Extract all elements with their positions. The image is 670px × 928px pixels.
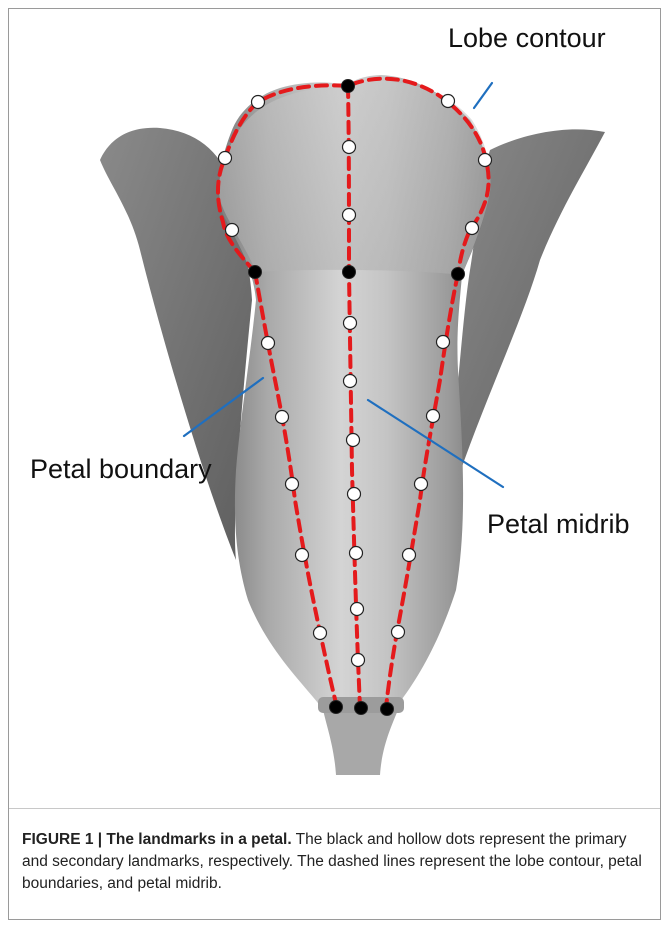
- label-petal-midrib: Petal midrib: [487, 509, 630, 540]
- secondary-landmark-4: [442, 95, 455, 108]
- secondary-landmark-8: [343, 209, 356, 222]
- secondary-landmark-18: [286, 478, 299, 491]
- secondary-landmark-24: [403, 549, 416, 562]
- primary-landmark-4: [452, 268, 465, 281]
- secondary-landmark-1: [252, 96, 265, 109]
- primary-landmark-6: [355, 702, 368, 715]
- secondary-landmark-6: [466, 222, 479, 235]
- secondary-landmark-5: [479, 154, 492, 167]
- caption-title: FIGURE 1 | The landmarks in a petal.: [22, 831, 292, 848]
- leader-lobe-contour: [474, 83, 492, 108]
- secondary-landmark-13: [350, 547, 363, 560]
- primary-landmark-7: [381, 703, 394, 716]
- figure-divider: [9, 808, 660, 809]
- primary-landmark-5: [330, 701, 343, 714]
- primary-landmark-1: [342, 80, 355, 93]
- secondary-landmark-25: [392, 626, 405, 639]
- label-lobe-contour: Lobe contour: [448, 23, 606, 54]
- secondary-landmark-15: [352, 654, 365, 667]
- secondary-landmark-21: [437, 336, 450, 349]
- secondary-landmark-17: [276, 411, 289, 424]
- secondary-landmark-11: [347, 434, 360, 447]
- secondary-landmark-10: [344, 375, 357, 388]
- primary-landmark-2: [249, 266, 262, 279]
- secondary-landmark-9: [344, 317, 357, 330]
- petal-lobe-area: [219, 81, 490, 275]
- secondary-landmark-14: [351, 603, 364, 616]
- secondary-landmark-7: [343, 141, 356, 154]
- figure-caption: FIGURE 1 | The landmarks in a petal. The…: [22, 829, 652, 895]
- secondary-landmark-2: [219, 152, 232, 165]
- secondary-landmark-16: [262, 337, 275, 350]
- secondary-landmark-3: [226, 224, 239, 237]
- primary-landmark-3: [343, 266, 356, 279]
- petal-figure: [0, 0, 670, 800]
- secondary-landmark-12: [348, 488, 361, 501]
- secondary-landmark-20: [314, 627, 327, 640]
- secondary-landmark-19: [296, 549, 309, 562]
- secondary-landmark-23: [415, 478, 428, 491]
- label-petal-boundary: Petal boundary: [30, 454, 212, 485]
- secondary-landmark-22: [427, 410, 440, 423]
